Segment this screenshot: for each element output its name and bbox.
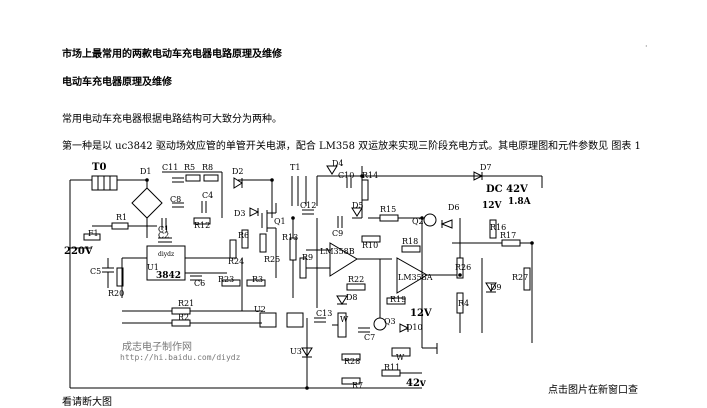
label-r6: R6 bbox=[238, 231, 249, 240]
article-subtitle: 电动车充电器原理及维修 bbox=[62, 77, 172, 88]
label-c13: C13 bbox=[316, 309, 332, 318]
truncated-caption: 看请断大图 bbox=[62, 397, 112, 408]
paragraph-first-type: 第一种是以 uc3842 驱动场效应管的单管开关电源，配合 LM358 双运放来… bbox=[62, 141, 641, 152]
label-r8: R8 bbox=[202, 163, 213, 172]
label-t0: T0 bbox=[92, 162, 106, 173]
open-full-image-link[interactable]: 点击图片在新窗口查 bbox=[548, 385, 638, 396]
paragraph-intro: 常用电动车充电器根据电路结构可大致分为两种。 bbox=[62, 114, 282, 125]
circuit-schematic: T0 D1 C11 R5 R8 D2 T1 D4 C10 R14 D7 DC 4… bbox=[64, 159, 543, 390]
watermark-title: 成志电子制作网 bbox=[122, 340, 192, 353]
label-d6: D6 bbox=[448, 203, 460, 212]
label-r16: R16 bbox=[490, 223, 506, 232]
label-12v-top: 12V bbox=[482, 201, 503, 211]
label-c5: C5 bbox=[90, 267, 101, 276]
stray-mark: · bbox=[645, 42, 648, 51]
label-42v: 42v bbox=[406, 378, 427, 389]
label-r28: R28 bbox=[344, 357, 360, 366]
label-c7: C7 bbox=[364, 333, 375, 342]
label-u3: U3 bbox=[290, 347, 302, 356]
circuit-diagram-image[interactable]: T0 D1 C11 R5 R8 D2 T1 D4 C10 R14 D7 DC 4… bbox=[62, 158, 550, 400]
label-c4: C4 bbox=[202, 191, 213, 200]
label-u1: U1 bbox=[147, 263, 159, 272]
label-d2: D2 bbox=[232, 167, 244, 176]
label-q2: Q2 bbox=[412, 217, 424, 226]
label-r14: R14 bbox=[362, 171, 378, 180]
label-r7: R7 bbox=[352, 381, 363, 390]
label-u1-chip: 3842 bbox=[156, 271, 181, 281]
label-r11: R11 bbox=[384, 363, 400, 372]
label-r18: R18 bbox=[402, 237, 418, 246]
label-d5: D5 bbox=[352, 201, 364, 210]
label-dc42v: DC 42V bbox=[486, 184, 528, 195]
label-r1: R1 bbox=[116, 213, 127, 222]
label-q1: Q1 bbox=[274, 217, 286, 226]
watermark-url: http://hi.baidu.com/diydz bbox=[120, 353, 241, 362]
label-d8: D8 bbox=[346, 293, 358, 302]
label-w1: W bbox=[340, 315, 349, 324]
label-w2: W bbox=[396, 353, 405, 362]
label-q3: Q3 bbox=[384, 317, 396, 326]
label-c11: C11 bbox=[162, 163, 178, 172]
label-r5: R5 bbox=[184, 163, 195, 172]
label-r27: R27 bbox=[512, 273, 528, 282]
label-f1: F1 bbox=[88, 229, 99, 238]
label-lm358b: LM358B bbox=[320, 247, 355, 256]
label-d3: D3 bbox=[234, 209, 246, 218]
label-r21: R21 bbox=[178, 299, 194, 308]
label-d10: D10 bbox=[406, 323, 423, 332]
label-220v: 220V bbox=[64, 246, 93, 257]
label-r13: R13 bbox=[282, 233, 298, 242]
label-r10: R10 bbox=[362, 241, 378, 250]
label-r25: R25 bbox=[264, 255, 280, 264]
label-r12: R12 bbox=[194, 221, 210, 230]
label-r24: R24 bbox=[228, 257, 244, 266]
label-r15: R15 bbox=[380, 205, 396, 214]
label-r4: R4 bbox=[458, 299, 469, 308]
label-c1: C1 bbox=[158, 225, 169, 234]
label-r3: R3 bbox=[252, 275, 263, 284]
label-r2: R2 bbox=[178, 313, 189, 322]
label-c6: C6 bbox=[194, 279, 205, 288]
label-r26: R26 bbox=[455, 263, 471, 272]
label-c8: C8 bbox=[170, 195, 181, 204]
label-r20: R20 bbox=[108, 289, 124, 298]
label-d9: D9 bbox=[490, 283, 502, 292]
label-c12: C12 bbox=[300, 201, 316, 210]
label-d4: D4 bbox=[332, 159, 344, 168]
label-c2: C2 bbox=[158, 231, 169, 240]
label-u1-diydz: diydz bbox=[158, 251, 174, 258]
label-r22: R22 bbox=[348, 275, 364, 284]
label-12v-bottom: 12V bbox=[410, 308, 432, 319]
label-1-8a: 1.8A bbox=[508, 197, 532, 207]
label-c9: C9 bbox=[332, 229, 343, 238]
label-r9: R9 bbox=[302, 253, 313, 262]
label-d7: D7 bbox=[480, 163, 492, 172]
label-d1: D1 bbox=[140, 167, 152, 176]
label-u2: U2 bbox=[254, 305, 266, 314]
label-r17: R17 bbox=[500, 231, 516, 240]
label-r19: R19 bbox=[390, 295, 406, 304]
label-t1: T1 bbox=[290, 163, 300, 172]
label-c10: C10 bbox=[338, 171, 354, 180]
article-title: 市场上最常用的两款电动车充电器电路原理及维修 bbox=[62, 49, 282, 60]
label-lm358a: LM358A bbox=[398, 273, 433, 282]
label-r23: R23 bbox=[218, 275, 234, 284]
